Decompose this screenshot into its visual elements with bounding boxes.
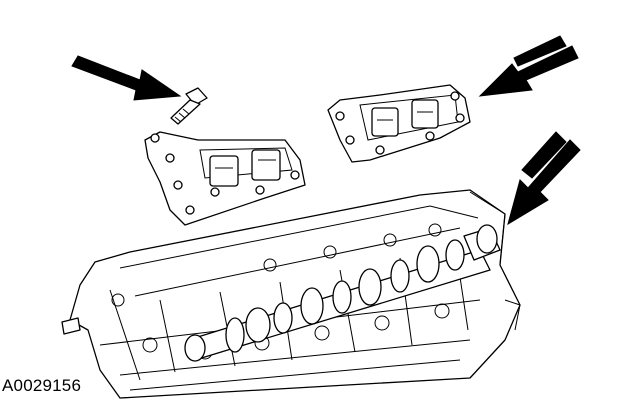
figure-id-label: A0029156: [2, 376, 82, 395]
cylinder-head: [61, 189, 521, 399]
camshaft: [184, 224, 501, 362]
camshaft-bearing-cap-left: [144, 131, 306, 226]
camshaft-bearing-cap-bolt: [170, 87, 208, 125]
camshaft-bearing-cap-right: [327, 84, 471, 163]
arrow-to-right-cap: [478, 35, 579, 97]
arrow-to-bolt: [71, 55, 182, 101]
arrow-to-camshaft: [507, 131, 581, 226]
